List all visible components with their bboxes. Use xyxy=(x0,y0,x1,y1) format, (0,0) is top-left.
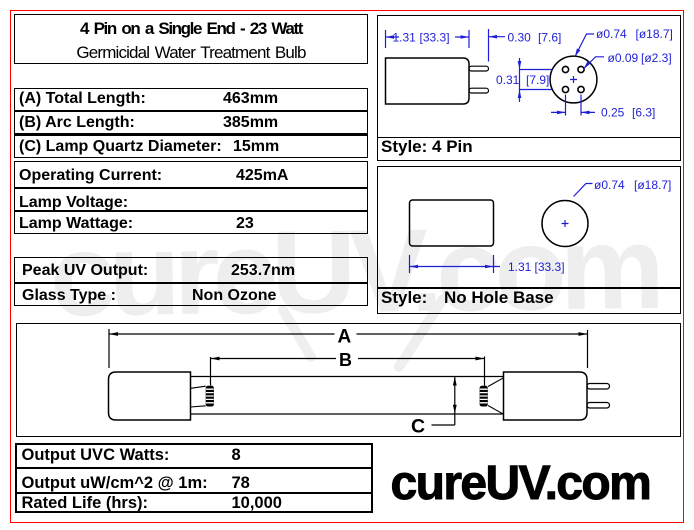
svg-text:ø0.09: ø0.09 xyxy=(608,51,639,65)
svg-text:1.31: 1.31 xyxy=(508,260,532,274)
svg-text:B: B xyxy=(339,350,352,370)
svg-text:[6.3]: [6.3] xyxy=(632,106,655,120)
svg-text:[7.9]: [7.9] xyxy=(526,73,549,87)
svg-text:0.31: 0.31 xyxy=(496,73,520,87)
svg-text:[33.3]: [33.3] xyxy=(535,260,565,274)
svg-text:A: A xyxy=(338,327,352,348)
svg-text:[ø2.3]: [ø2.3] xyxy=(641,51,672,65)
svg-text:1.31: 1.31 xyxy=(393,31,417,45)
svg-text:ø0.74: ø0.74 xyxy=(594,178,625,192)
svg-text:[ø18.7]: [ø18.7] xyxy=(636,27,673,41)
svg-text:0.25: 0.25 xyxy=(601,106,625,120)
svg-text:[33.3]: [33.3] xyxy=(420,31,450,45)
svg-text:ø0.74: ø0.74 xyxy=(596,27,627,41)
svg-text:C: C xyxy=(411,416,425,438)
svg-text:[ø18.7]: [ø18.7] xyxy=(634,178,671,192)
svg-text:[7.6]: [7.6] xyxy=(538,31,561,45)
svg-text:0.30: 0.30 xyxy=(508,31,532,45)
